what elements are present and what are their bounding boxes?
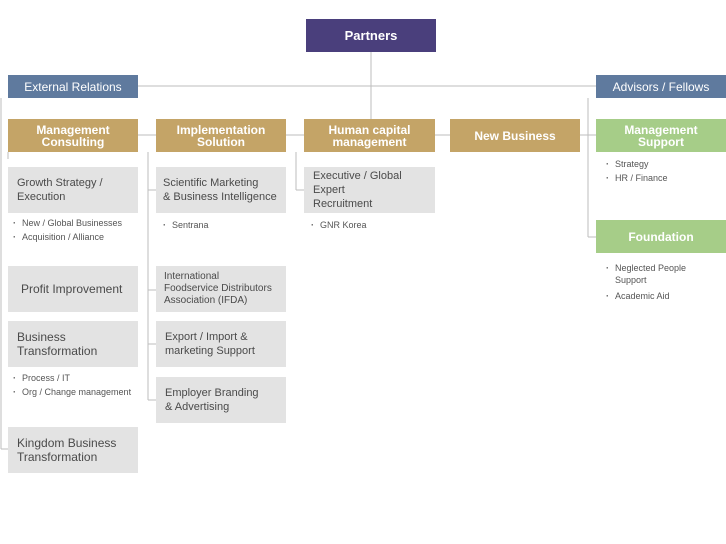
foundation-list: Neglected People Support Academic Aid — [606, 262, 686, 302]
list-item: Strategy — [606, 157, 668, 171]
partners-box: Partners — [306, 19, 436, 52]
list-item: Org / Change management — [13, 385, 131, 399]
list-item: Neglected People Support — [606, 262, 686, 286]
kingdom-transformation-box: Kingdom Business Transformation — [8, 427, 138, 473]
new-business-header: New Business — [450, 119, 580, 152]
export-import-box: Export / Import & marketing Support — [156, 321, 286, 367]
business-transformation-box: Business Transformation — [8, 321, 138, 367]
human-capital-header: Human capital management — [304, 119, 435, 152]
list-item: HR / Finance — [606, 171, 668, 185]
growth-strategy-list: New / Global Businesses Acquisition / Al… — [13, 216, 122, 244]
list-item: Process / IT — [13, 371, 131, 385]
foundation-header: Foundation — [596, 220, 726, 253]
list-item: Acquisition / Alliance — [13, 230, 122, 244]
management-consulting-header: Management Consulting — [8, 119, 138, 152]
list-item: GNR Korea — [311, 218, 367, 232]
list-item: Sentrana — [163, 218, 209, 232]
external-relations-box: External Relations — [8, 75, 138, 98]
list-item: Academic Aid — [606, 290, 686, 302]
scientific-marketing-list: Sentrana — [163, 218, 209, 232]
advisors-fellows-box: Advisors / Fellows — [596, 75, 726, 98]
management-support-header: Management Support — [596, 119, 726, 152]
executive-recruitment-box: Executive / Global Expert Recruitment — [304, 167, 435, 213]
growth-strategy-box: Growth Strategy / Execution — [8, 167, 138, 213]
list-item: New / Global Businesses — [13, 216, 122, 230]
management-support-list: Strategy HR / Finance — [606, 157, 668, 185]
employer-branding-box: Employer Branding & Advertising — [156, 377, 286, 423]
ifda-box: International Foodservice Distributors A… — [156, 266, 286, 312]
executive-recruitment-list: GNR Korea — [311, 218, 367, 232]
implementation-solution-header: Implementation Solution — [156, 119, 286, 152]
scientific-marketing-box: Scientific Marketing & Business Intellig… — [156, 167, 286, 213]
profit-improvement-box: Profit Improvement — [8, 266, 138, 312]
business-transformation-list: Process / IT Org / Change management — [13, 371, 131, 399]
